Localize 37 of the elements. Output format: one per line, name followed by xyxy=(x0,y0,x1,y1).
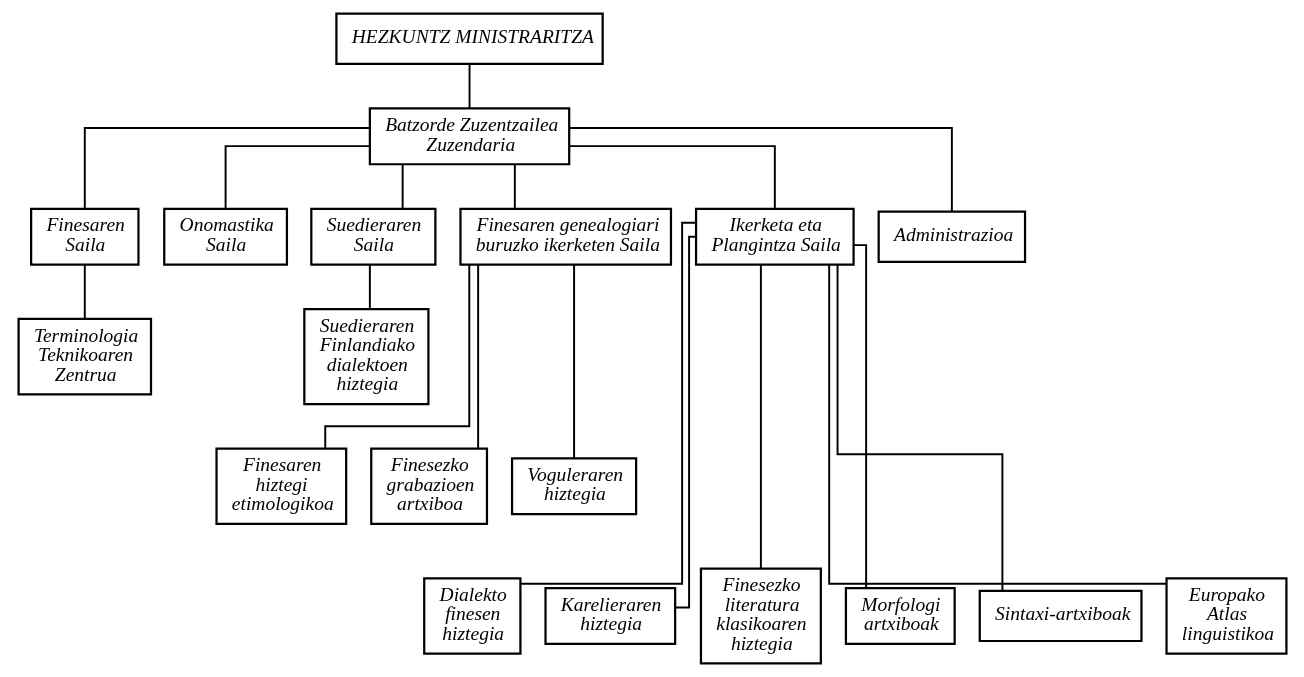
node-box: Suedieraren Finlandiako dialektoen hiztegia xyxy=(302,308,430,406)
node-box: Suedieraren Saila xyxy=(309,207,436,266)
connector xyxy=(852,244,867,589)
node-box: Administrazioa xyxy=(877,210,1026,263)
connector xyxy=(519,221,697,585)
connector xyxy=(673,235,697,609)
node-box: Ikerketa eta Plangintza Saila xyxy=(694,207,855,266)
node-box: Sintaxi-artxiboak xyxy=(978,589,1143,643)
connector xyxy=(759,263,762,570)
node-box: Finesezko literatura klasikoaren hiztegia xyxy=(699,567,822,665)
node-box: Finesaren hiztegi etimologikoa xyxy=(214,447,347,525)
connector xyxy=(827,264,1167,585)
node-box: Finesezko grabazioen artxiboa xyxy=(369,447,488,525)
connector xyxy=(568,145,776,210)
node-box: Karelieraren hiztegia xyxy=(543,586,676,645)
connector xyxy=(83,264,86,320)
connector xyxy=(323,263,470,449)
connector xyxy=(836,263,1003,592)
connector xyxy=(224,145,371,210)
connector xyxy=(513,163,516,210)
connector xyxy=(572,263,575,460)
node-box: Finesaren Saila xyxy=(29,207,140,266)
node-box: Finesaren genealogiari buruzko ikerketen Saila xyxy=(458,207,672,266)
node-box: HEZKUNTZ MINISTRARITZA xyxy=(334,12,604,65)
connector xyxy=(368,264,371,311)
node-box: Onomastika Saila xyxy=(162,207,288,266)
connector xyxy=(568,127,953,213)
node-box: Voguleraren hiztegia xyxy=(510,457,637,516)
node-box: Dialekto finesen hiztegia xyxy=(422,577,522,655)
node-box: Europako Atlas linguistikoa xyxy=(1164,577,1288,655)
connector xyxy=(476,263,479,450)
node-box: Morfologi artxiboak xyxy=(844,586,956,645)
node-box: Batzorde Zuzentzailea Zuzendaria xyxy=(368,107,570,166)
connector xyxy=(468,62,470,110)
connector xyxy=(83,127,370,210)
connector xyxy=(401,163,404,210)
node-box: Terminologia Teknikoaren Zentrua xyxy=(16,317,152,396)
